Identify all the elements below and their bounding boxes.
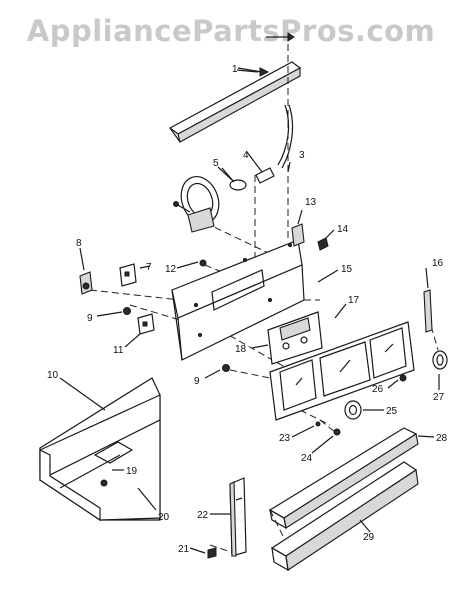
callout-17: 17 (348, 295, 360, 306)
part-14-screw (317, 237, 329, 251)
callout-20: 20 (158, 512, 170, 523)
part-3-wires (277, 104, 294, 169)
callout-7: 7 (146, 262, 152, 273)
part-15-control-panel-backing (171, 223, 305, 361)
callout-25: 25 (386, 406, 398, 417)
callout-3: 3 (299, 150, 305, 161)
part-7-bracket (119, 263, 137, 287)
part-1-top-trim (168, 32, 302, 143)
part-9-screw-upper (123, 307, 131, 315)
part-17-panel-bezel (269, 321, 415, 421)
callout-21: 21 (178, 544, 190, 555)
callout-12: 12 (165, 264, 177, 275)
part-8-bracket (79, 247, 93, 295)
callout-11: 11 (113, 345, 124, 356)
part-10-20-base-panel (38, 377, 161, 522)
watermark-text: AppliancePartsPros.com (26, 14, 436, 48)
part-5-clip (221, 167, 247, 191)
callout-29: 29 (363, 532, 375, 543)
part-27-knob (432, 350, 448, 370)
callout-9-upper: 9 (87, 313, 93, 324)
callout-27: 27 (433, 392, 445, 403)
callout-8: 8 (76, 238, 82, 249)
part-12-screw (199, 259, 207, 267)
callout-16: 16 (432, 258, 444, 269)
part-26-screw (399, 374, 407, 382)
callout-15: 15 (341, 264, 353, 275)
part-29-trim-strip (270, 461, 419, 572)
callout-4: 4 (243, 150, 249, 161)
callout-26: 26 (372, 384, 384, 395)
part-18-switch (267, 311, 323, 365)
callout-23: 23 (279, 433, 291, 444)
part-22-bracket (229, 477, 247, 557)
callout-10: 10 (47, 370, 59, 381)
part-16-rod (423, 289, 433, 333)
part-11-bracket (137, 313, 155, 335)
callout-18: 18 (235, 344, 247, 355)
callout-1: 1 (232, 64, 238, 75)
callout-9-lower: 9 (194, 376, 200, 387)
part-28-trim-strip (268, 427, 419, 530)
callout-labels: 1 3 4 5 7 8 9 9 10 11 12 13 14 15 16 17 … (47, 64, 448, 555)
callout-13: 13 (305, 197, 317, 208)
part-4-connector (246, 151, 275, 184)
callout-leader-lines (59, 69, 440, 554)
part-19-screw (100, 479, 108, 487)
callout-24: 24 (301, 453, 313, 464)
callout-19: 19 (126, 466, 138, 477)
part-25-knob (344, 400, 362, 420)
callout-5: 5 (213, 158, 219, 169)
callout-28: 28 (436, 433, 448, 444)
part-9-screw-lower (222, 364, 230, 372)
part-24-screw (333, 428, 341, 436)
callout-22: 22 (197, 510, 209, 521)
clock-motor (173, 176, 220, 233)
part-23-screw (315, 421, 321, 427)
callout-14: 14 (337, 224, 349, 235)
part-21-screw (207, 547, 217, 559)
